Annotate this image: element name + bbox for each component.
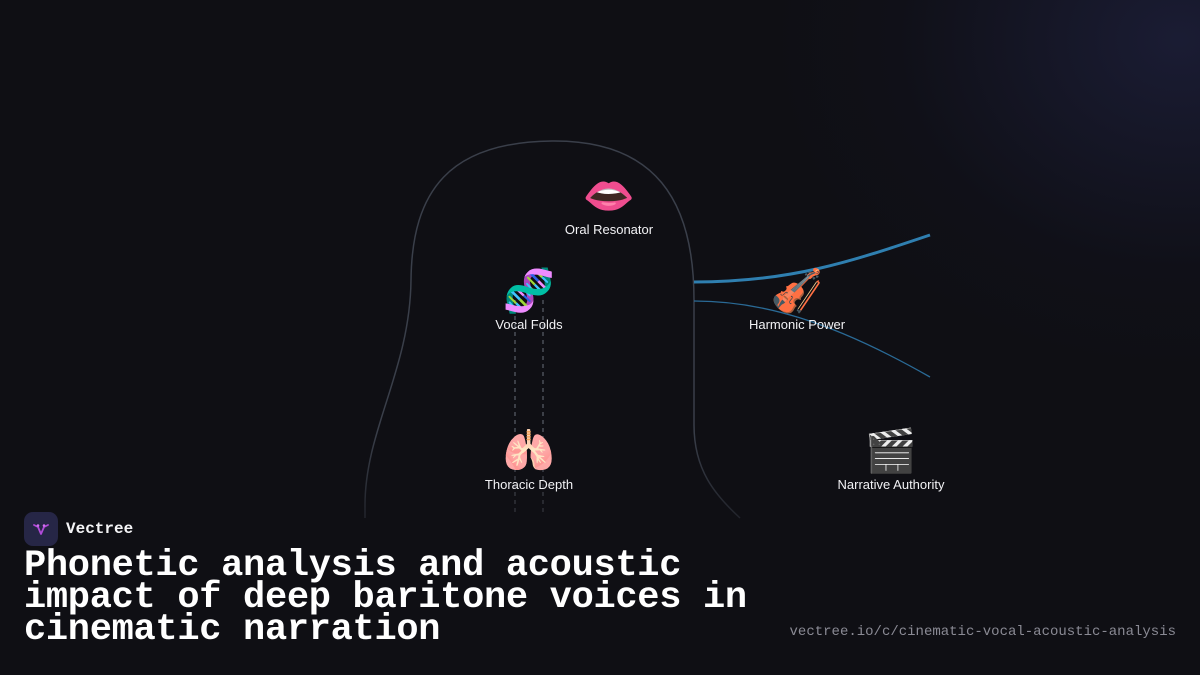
node-label: Oral Resonator [564,222,654,237]
node-label: Harmonic Power [748,317,846,332]
clapperboard-icon: 🎬 [864,426,918,475]
node-thoracic-depth: 🫁 Thoracic Depth [449,427,609,493]
page-title: Phonetic analysis and acoustic impact of… [24,545,747,651]
node-vocal-folds: 🧬 Vocal Folds [449,267,609,333]
node-harmonic-power: 🎻 Harmonic Power [717,267,877,333]
lungs-icon: 🫁 [502,426,556,475]
page-url[interactable]: vectree.io/c/cinematic-vocal-acoustic-an… [789,624,1176,640]
node-label: Vocal Folds [495,317,563,332]
brand[interactable]: Vectree [24,512,133,546]
dna-icon: 🧬 [502,266,556,315]
vectree-logo-icon [24,512,58,546]
harmonic-curve-main [693,233,931,284]
violin-icon: 🎻 [770,266,824,315]
brand-name: Vectree [66,520,134,538]
node-label: Thoracic Depth [484,477,574,492]
head-silhouette-outline [364,140,741,519]
node-label: Narrative Authority [837,477,945,492]
node-oral-resonator: 👄 Oral Resonator [529,172,689,238]
lips-icon: 👄 [582,171,636,220]
node-narrative-authority: 🎬 Narrative Authority [811,427,971,493]
harmonic-curve-secondary [693,300,931,378]
